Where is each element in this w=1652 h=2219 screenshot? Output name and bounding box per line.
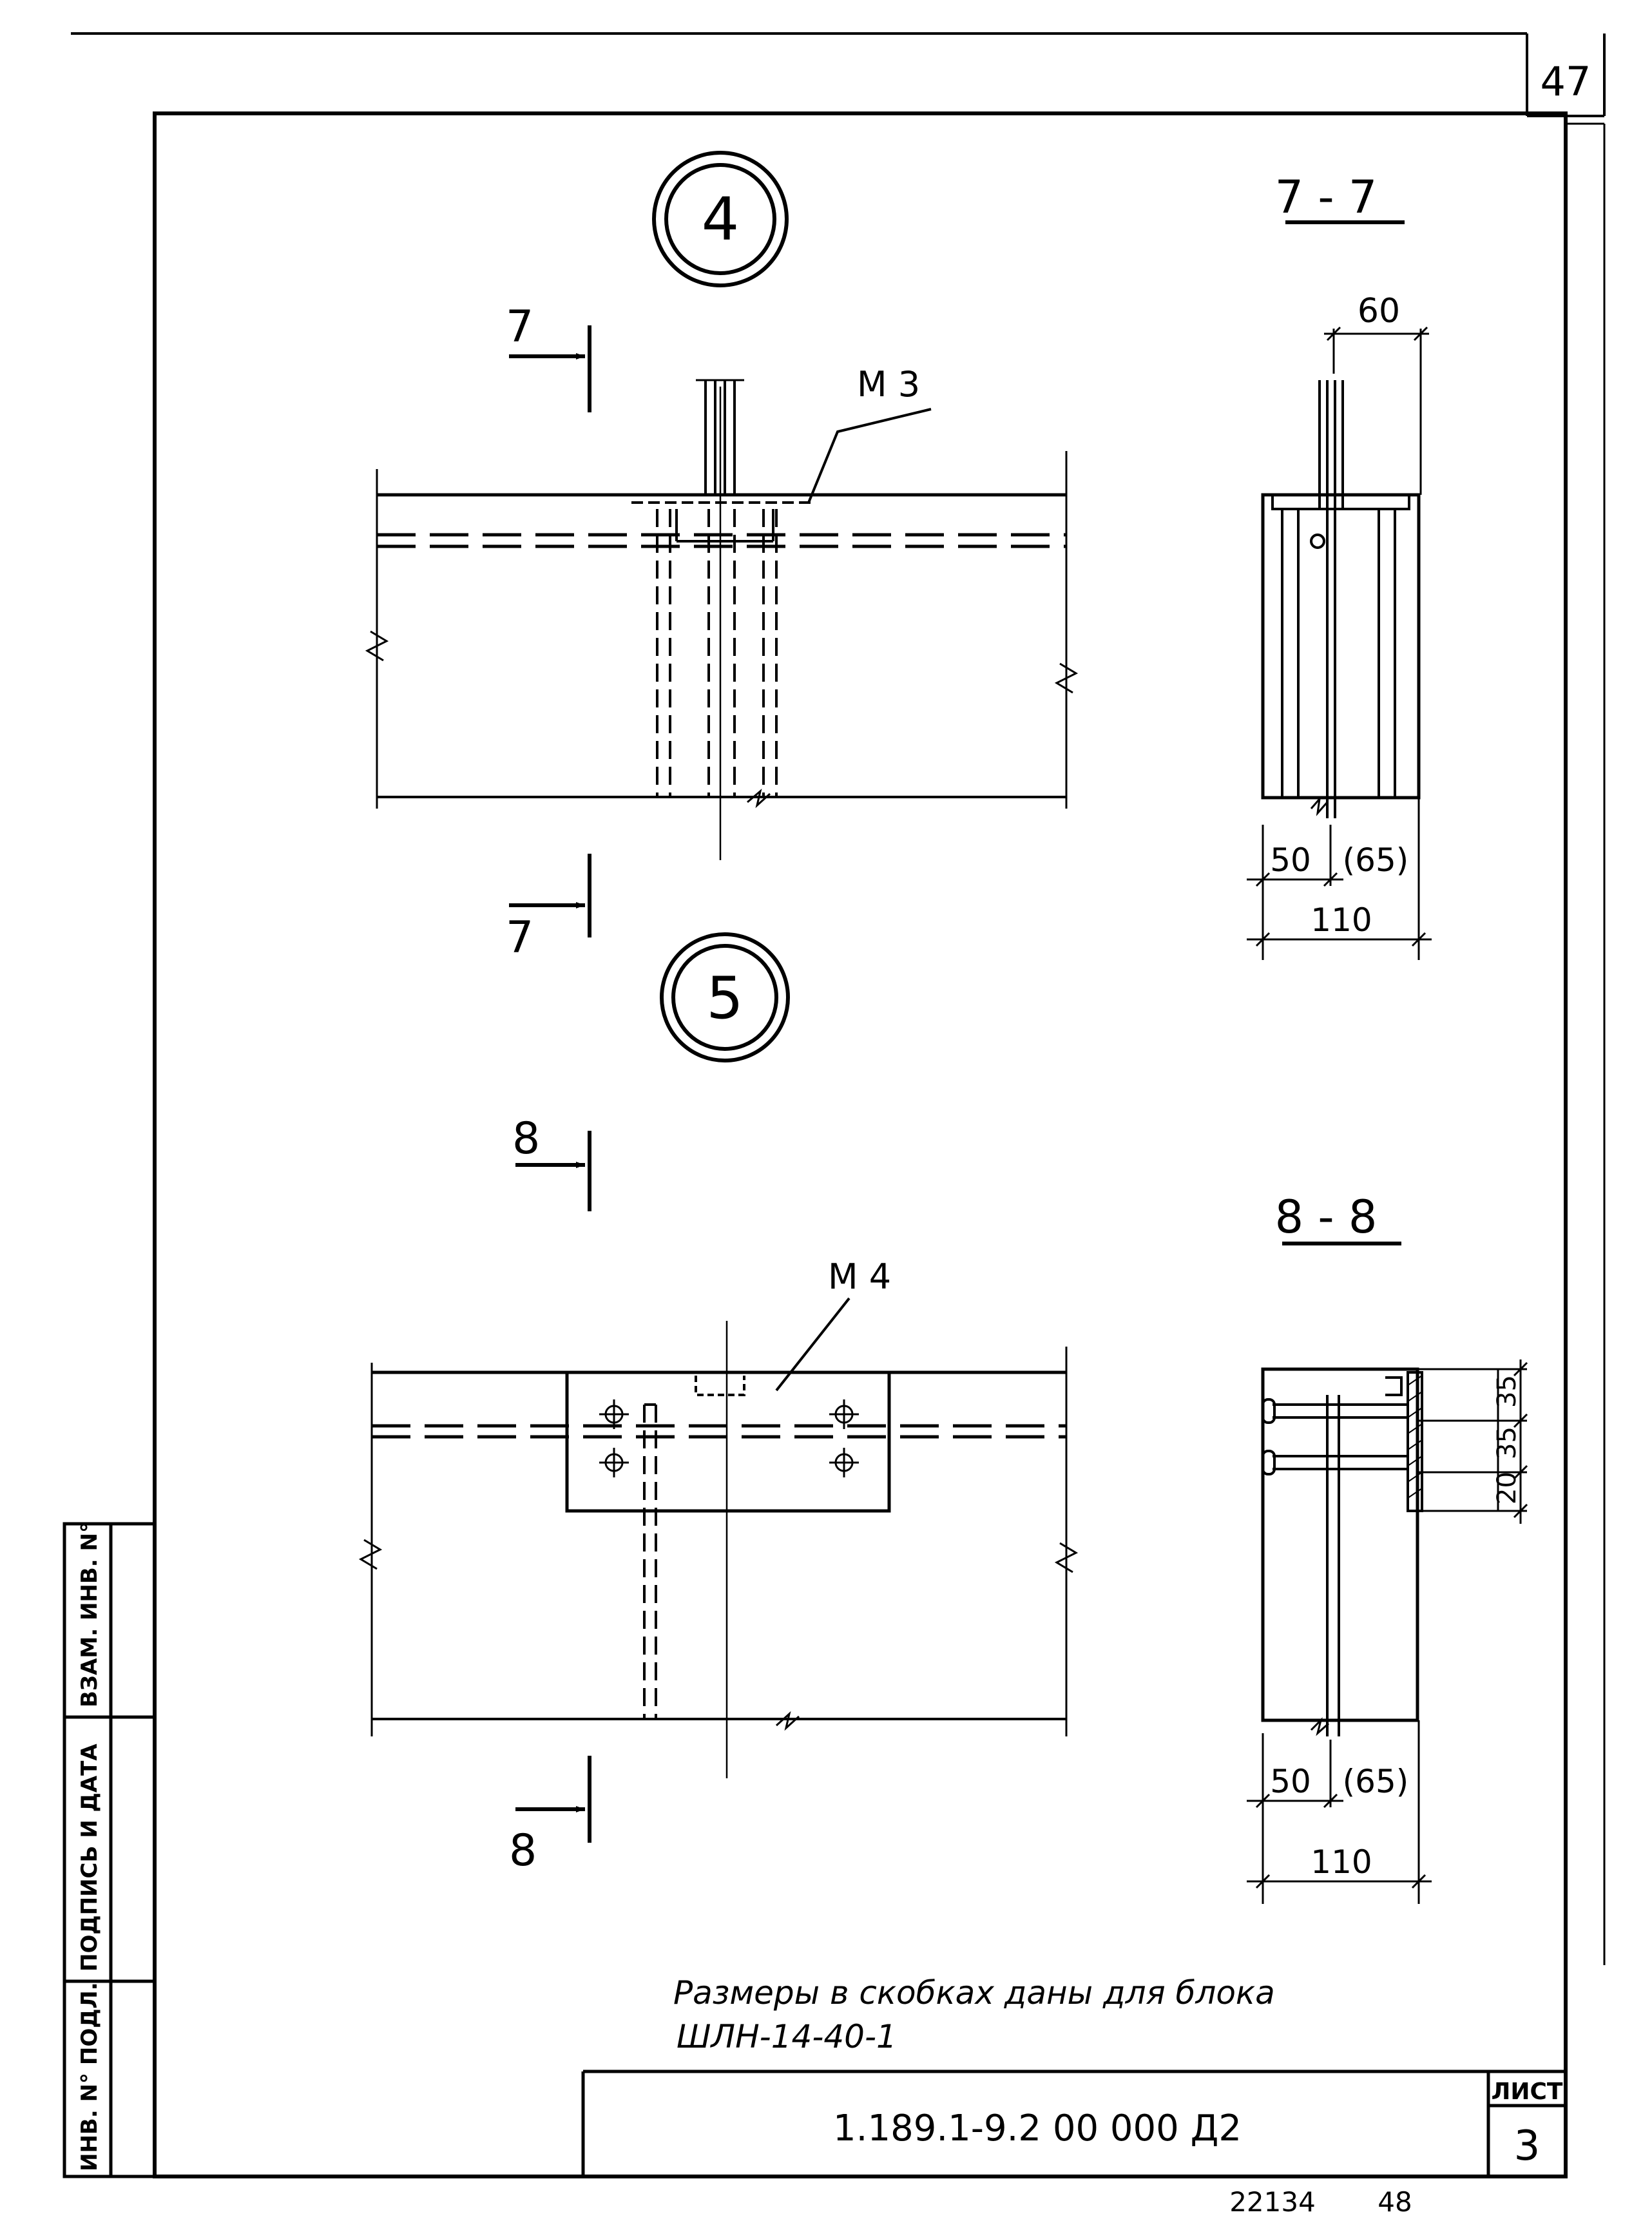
sheet-label: ЛИСТ: [1491, 2079, 1562, 2105]
section-7-7-dim-110: 110: [1311, 901, 1372, 939]
footer-page-number: 48: [1378, 2186, 1412, 2218]
section-8-8-drawing: [1247, 1359, 1528, 1904]
section-8-8-dim-65: (65): [1343, 1763, 1409, 1800]
side-stamp: [62, 1522, 157, 2178]
section-7-7-drawing: [1247, 326, 1432, 960]
stamp-podpis-data: ПОДПИСЬ И ДАТА: [77, 1744, 102, 1972]
stamp-vzam-inv: ВЗАМ. ИНВ. N°: [77, 1522, 102, 1707]
node-4-part-label: М 3: [857, 364, 920, 405]
cut-8-top-label: 8: [512, 1113, 540, 1164]
section-8-8-dim-20: 20: [1492, 1472, 1522, 1504]
section-7-7-title: 7 - 7: [1275, 171, 1378, 224]
section-7-7-dim-65: (65): [1343, 841, 1409, 879]
node-5-marker: [660, 932, 790, 1062]
section-8-8-dim-35-top: 35: [1492, 1375, 1522, 1408]
cut-7-top-label: 7: [506, 302, 533, 352]
cut-7-bottom-label: 7: [506, 912, 533, 963]
corner-page-number: 47: [1541, 58, 1591, 105]
cut-mark-7-bottom: [509, 854, 591, 937]
cut-mark-8-top: [515, 1131, 591, 1211]
footer-inventory-number: 22134: [1229, 2186, 1316, 2218]
node-4-marker: [652, 151, 789, 287]
stamp-inv-podl: ИНВ. N° ПОДЛ.: [77, 1982, 102, 2171]
section-8-8-dim-110: 110: [1311, 1843, 1372, 1881]
note-line-1: Размеры в скобках даны для блока: [673, 1974, 1275, 2012]
drawing-code: 1.189.1-9.2 00 000 Д2: [833, 2108, 1242, 2149]
node-4-number: 4: [702, 185, 740, 254]
cut-mark-8-bottom: [515, 1756, 591, 1843]
sheet-number: 3: [1514, 2122, 1541, 2170]
cut-mark-7-top: [509, 325, 591, 412]
section-8-8-dim-50: 50: [1270, 1763, 1311, 1800]
note-line-2: ШЛН-14-40-1: [677, 2018, 897, 2055]
section-8-8-title: 8 - 8: [1275, 1191, 1378, 1244]
title-block: [581, 2070, 1566, 2176]
section-8-8-dim-35-mid: 35: [1492, 1426, 1522, 1459]
section-7-7-dim-60: 60: [1358, 292, 1400, 331]
node-5-elevation: [358, 1297, 1079, 1778]
node-5-part-label: М 4: [828, 1256, 891, 1297]
sheet-frame: [71, 32, 1606, 2178]
node-4-elevation: [365, 379, 1079, 860]
node-5-number: 5: [706, 965, 743, 1032]
cut-8-bottom-label: 8: [509, 1825, 537, 1876]
section-7-7-dim-50: 50: [1270, 841, 1311, 879]
